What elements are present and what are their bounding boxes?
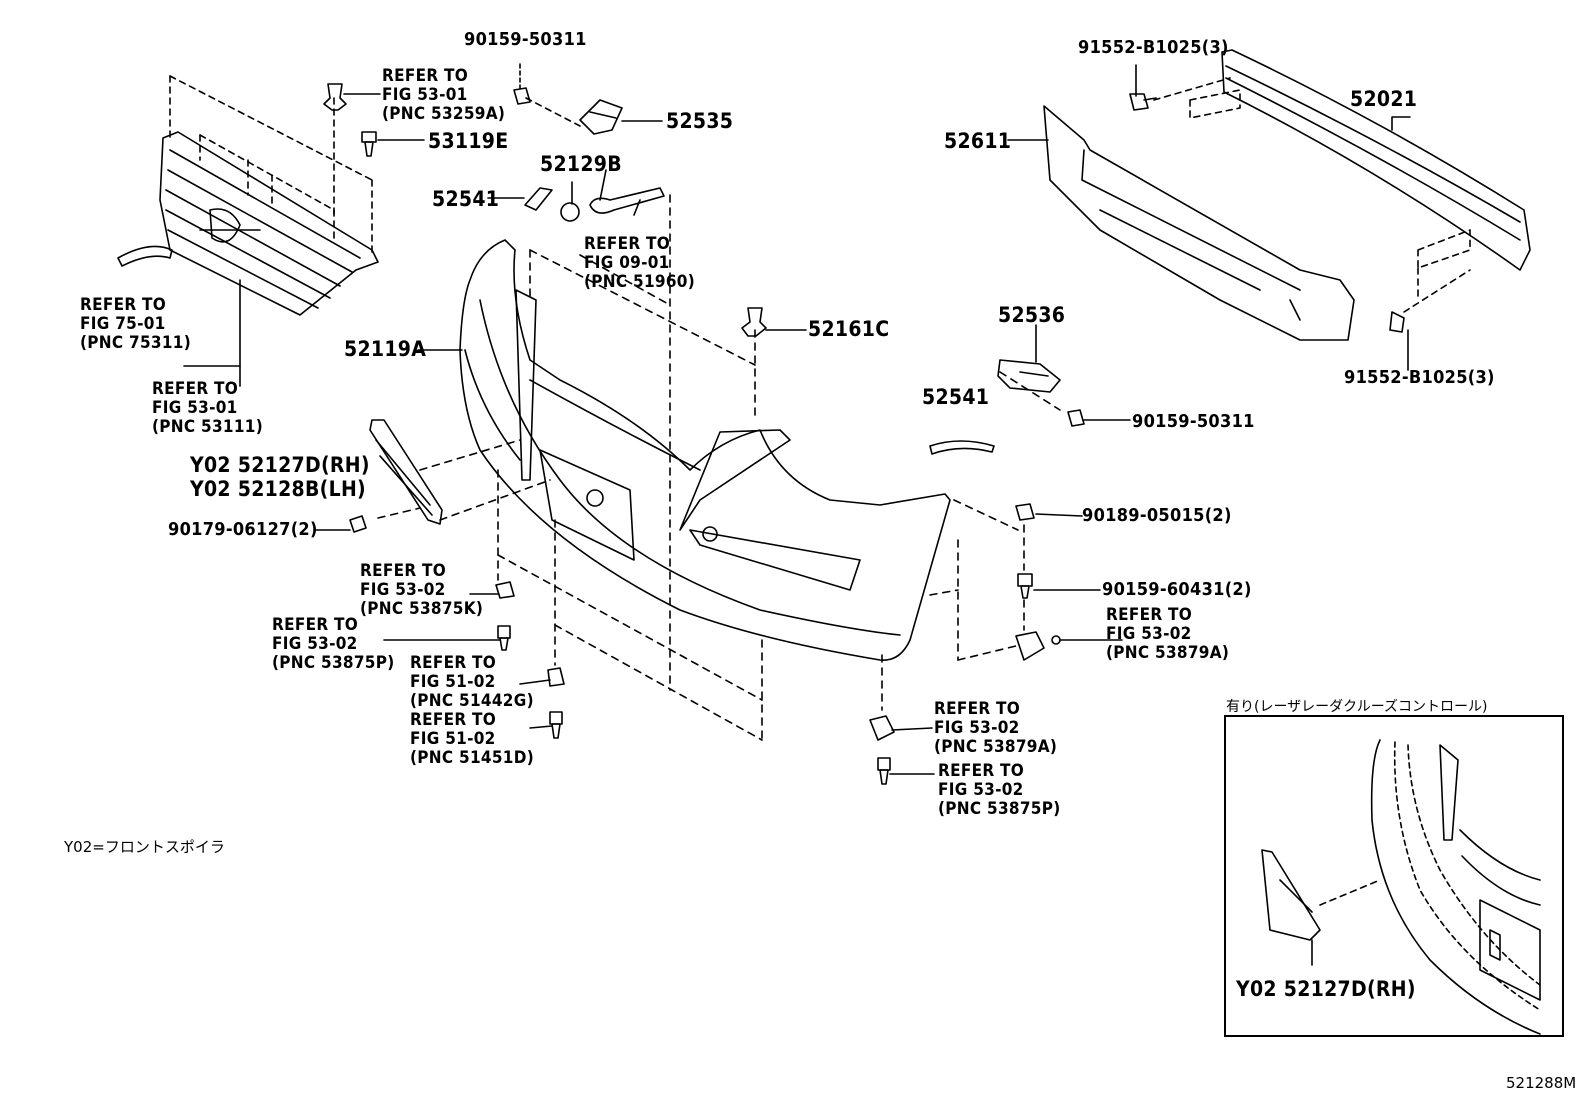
clip-52541-right: [929, 440, 995, 455]
inset-drawing: [1261, 739, 1541, 1035]
label-52161c: 52161C: [808, 317, 890, 341]
reinforcement-dashed-guides: [1153, 77, 1471, 313]
bolt-53875p-mid: [877, 757, 891, 785]
side-grille-52127d: [369, 419, 443, 525]
label-90189-05015: 90189-05015(2): [1082, 505, 1232, 526]
grille-drawing: [117, 131, 379, 316]
bolt-91552-top: [1129, 93, 1157, 111]
bracket-52536: [997, 359, 1061, 393]
bracket-53879a-mid: [869, 715, 895, 741]
bumper-dashed-guides: [377, 194, 1061, 741]
nut-53875k: [495, 581, 515, 599]
label-90159-60431: 90159-60431(2): [1102, 579, 1252, 600]
reinforcement-52021: [1221, 49, 1531, 271]
y02-legend-note: Y02=フロントスポイラ: [64, 838, 225, 856]
label-y02-52127d: Y02 52127D(RH): [190, 453, 370, 477]
label-52535: 52535: [666, 109, 734, 133]
bolt-90159-right: [1067, 409, 1085, 427]
inset-title: 有り(レーザレーダクルーズコントロール): [1226, 699, 1488, 715]
bumper-cover-drawing: [459, 239, 951, 661]
clip-90189: [1015, 503, 1035, 521]
bolt-53875p-left: [497, 625, 511, 651]
label-inset-y02-52127d: Y02 52127D(RH): [1236, 977, 1416, 1001]
label-91552-b1025-bottom: 91552-B1025(3): [1344, 367, 1495, 388]
bracket-52535: [579, 99, 623, 135]
bolt-91552-bottom: [1389, 311, 1405, 333]
label-52541-left: 52541: [432, 187, 500, 211]
absorber-52611: [1043, 105, 1355, 341]
inset-frame: [1224, 715, 1564, 1037]
nut-90179: [349, 515, 367, 533]
bolt-53119e: [361, 131, 377, 157]
bolt-90159-top: [513, 63, 581, 127]
grille-dashed-guides: [169, 75, 373, 253]
label-52611: 52611: [944, 129, 1012, 153]
label-52541-right: 52541: [922, 385, 990, 409]
cap-52129b: [560, 187, 665, 222]
label-52119a: 52119A: [344, 337, 427, 361]
label-52021: 52021: [1350, 87, 1418, 111]
label-53119e: 53119E: [428, 129, 509, 153]
clip-52161c: [741, 307, 767, 337]
label-52536: 52536: [998, 303, 1066, 327]
leader-lines: [183, 64, 1411, 775]
label-y02-52128b: Y02 52128B(LH): [190, 477, 366, 501]
label-91552-b1025-top: 91552-B1025(3): [1078, 37, 1229, 58]
bolt-51451d: [549, 711, 563, 739]
label-90179-06127: 90179-06127(2): [168, 519, 318, 540]
bolt-90159-60431: [1017, 573, 1033, 599]
label-90159-50311-right: 90159-50311: [1132, 411, 1255, 432]
nut-51442g: [547, 667, 565, 687]
clip-53259a: [323, 83, 347, 111]
label-90159-50311-top: 90159-50311: [464, 29, 587, 50]
label-52129b: 52129B: [540, 152, 622, 176]
bracket-53879a-right: [1015, 631, 1061, 661]
diagram-id: 521288M: [1506, 1074, 1577, 1092]
clip-52541-left: [524, 187, 553, 211]
